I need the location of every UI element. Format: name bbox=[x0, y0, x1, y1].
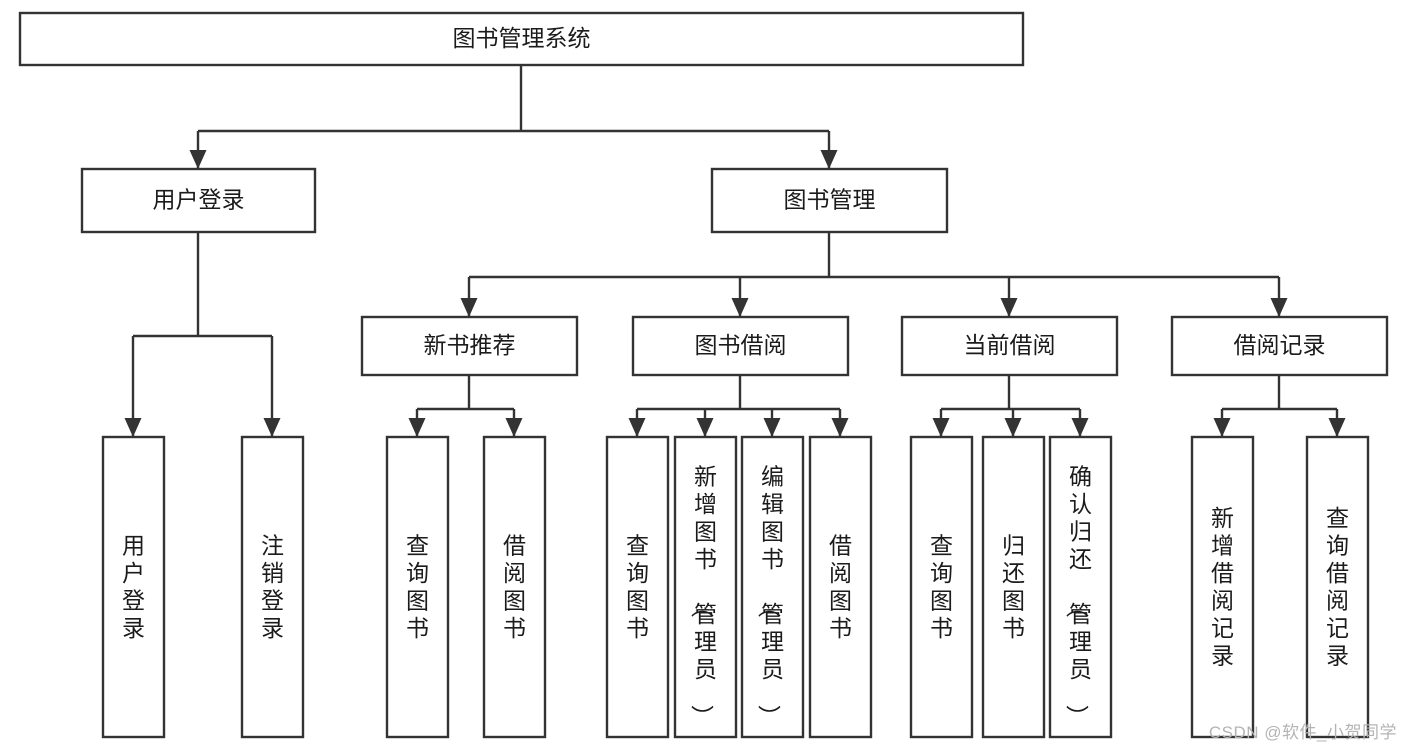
node-leaf-logout[interactable]: 注销登录 bbox=[240, 435, 305, 739]
node-leaf-query-book-rec-label: 查询图书 bbox=[406, 532, 429, 641]
node-book-borrow[interactable]: 图书借阅 bbox=[631, 315, 850, 377]
node-leaf-edit-book-box[interactable] bbox=[740, 435, 805, 739]
node-leaf-return-book[interactable]: 归还图书 bbox=[981, 435, 1046, 739]
node-leaf-add-record[interactable]: 新增借阅记录 bbox=[1190, 435, 1255, 739]
node-leaf-borrow-book-bor[interactable]: 借阅图书 bbox=[808, 435, 873, 739]
node-leaf-query-book-bor-box[interactable] bbox=[605, 435, 670, 739]
node-leaf-query-book-cur-box[interactable] bbox=[909, 435, 974, 739]
node-leaf-edit-book-label: 编辑图书（管理员） bbox=[756, 464, 784, 728]
node-leaf-query-record-box[interactable] bbox=[1305, 435, 1370, 739]
node-leaf-add-book-box[interactable] bbox=[673, 435, 738, 739]
arrow-head-icon bbox=[1213, 418, 1231, 437]
node-leaf-query-record-label: 查询借阅记录 bbox=[1326, 505, 1349, 669]
arrow-head-icon bbox=[408, 418, 426, 437]
node-leaf-query-record[interactable]: 查询借阅记录 bbox=[1305, 435, 1370, 739]
arrow-head-icon bbox=[696, 418, 714, 437]
node-leaf-query-book-bor[interactable]: 查询图书 bbox=[605, 435, 670, 739]
node-leaf-query-book-cur-label: 查询图书 bbox=[930, 532, 953, 641]
arrow-head-icon bbox=[1328, 418, 1346, 437]
connector-layer bbox=[124, 65, 1346, 437]
node-user-login[interactable]: 用户登录 bbox=[80, 167, 317, 234]
node-layer: 图书管理系统用户登录图书管理新书推荐图书借阅当前借阅借阅记录用户登录注销登录查询… bbox=[18, 11, 1389, 739]
node-borrow-record[interactable]: 借阅记录 bbox=[1170, 315, 1389, 377]
node-borrow-record-label: 借阅记录 bbox=[1234, 332, 1326, 358]
arrow-head-icon bbox=[189, 150, 207, 169]
arrow-head-icon bbox=[831, 418, 849, 437]
arrow-head-icon bbox=[460, 298, 478, 317]
node-leaf-add-record-label: 新增借阅记录 bbox=[1211, 505, 1234, 669]
arrow-head-icon bbox=[1004, 418, 1022, 437]
node-leaf-confirm-return-box[interactable] bbox=[1048, 435, 1113, 739]
node-leaf-logout-label: 注销登录 bbox=[261, 532, 284, 641]
node-new-book-recommend[interactable]: 新书推荐 bbox=[360, 315, 579, 377]
node-leaf-borrow-book-bor-box[interactable] bbox=[808, 435, 873, 739]
arrow-head-icon bbox=[731, 298, 749, 317]
node-user-login-box[interactable] bbox=[80, 167, 317, 234]
node-new-book-recommend-label: 新书推荐 bbox=[424, 332, 516, 358]
node-root-system-label: 图书管理系统 bbox=[453, 25, 591, 51]
node-leaf-query-book-rec-box[interactable] bbox=[385, 435, 450, 739]
node-leaf-return-book-box[interactable] bbox=[981, 435, 1046, 739]
node-leaf-add-book[interactable]: 新增图书（管理员） bbox=[673, 435, 738, 739]
node-leaf-borrow-book-bor-label: 借阅图书 bbox=[829, 532, 852, 641]
arrow-head-icon bbox=[932, 418, 950, 437]
arrow-head-icon bbox=[820, 150, 838, 169]
node-leaf-user-login[interactable]: 用户登录 bbox=[101, 435, 166, 739]
node-leaf-query-book-cur[interactable]: 查询图书 bbox=[909, 435, 974, 739]
node-current-borrow[interactable]: 当前借阅 bbox=[900, 315, 1119, 377]
node-leaf-query-book-rec[interactable]: 查询图书 bbox=[385, 435, 450, 739]
node-borrow-record-box[interactable] bbox=[1170, 315, 1389, 377]
node-book-manage-label: 图书管理 bbox=[784, 187, 876, 213]
node-root-system[interactable]: 图书管理系统 bbox=[18, 11, 1025, 67]
arrow-head-icon bbox=[763, 418, 781, 437]
node-book-manage[interactable]: 图书管理 bbox=[710, 167, 949, 234]
arrow-head-icon bbox=[505, 418, 523, 437]
arrow-head-icon bbox=[1000, 298, 1018, 317]
node-leaf-edit-book[interactable]: 编辑图书（管理员） bbox=[740, 435, 805, 739]
node-new-book-recommend-box[interactable] bbox=[360, 315, 579, 377]
node-leaf-user-login-box[interactable] bbox=[101, 435, 166, 739]
arrow-head-icon bbox=[263, 418, 281, 437]
node-leaf-add-record-box[interactable] bbox=[1190, 435, 1255, 739]
node-leaf-borrow-book-rec-label: 借阅图书 bbox=[503, 532, 526, 641]
arrow-head-icon bbox=[628, 418, 646, 437]
node-leaf-add-book-label: 新增图书（管理员） bbox=[689, 464, 717, 728]
node-current-borrow-box[interactable] bbox=[900, 315, 1119, 377]
node-leaf-return-book-label: 归还图书 bbox=[1002, 532, 1025, 641]
node-leaf-query-book-bor-label: 查询图书 bbox=[626, 532, 649, 641]
node-leaf-confirm-return-label: 确认归还（管理员） bbox=[1064, 464, 1092, 728]
arrow-head-icon bbox=[124, 418, 142, 437]
node-user-login-label: 用户登录 bbox=[153, 187, 245, 213]
node-leaf-borrow-book-rec-box[interactable] bbox=[482, 435, 547, 739]
node-leaf-logout-box[interactable] bbox=[240, 435, 305, 739]
node-leaf-borrow-book-rec[interactable]: 借阅图书 bbox=[482, 435, 547, 739]
node-leaf-confirm-return[interactable]: 确认归还（管理员） bbox=[1048, 435, 1113, 739]
node-current-borrow-label: 当前借阅 bbox=[964, 332, 1056, 358]
node-book-borrow-label: 图书借阅 bbox=[695, 332, 787, 358]
node-root-system-box[interactable] bbox=[18, 11, 1025, 67]
arrow-head-icon bbox=[1071, 418, 1089, 437]
node-leaf-user-login-label: 用户登录 bbox=[122, 532, 145, 641]
node-book-manage-box[interactable] bbox=[710, 167, 949, 234]
arrow-head-icon bbox=[1270, 298, 1288, 317]
node-book-borrow-box[interactable] bbox=[631, 315, 850, 377]
